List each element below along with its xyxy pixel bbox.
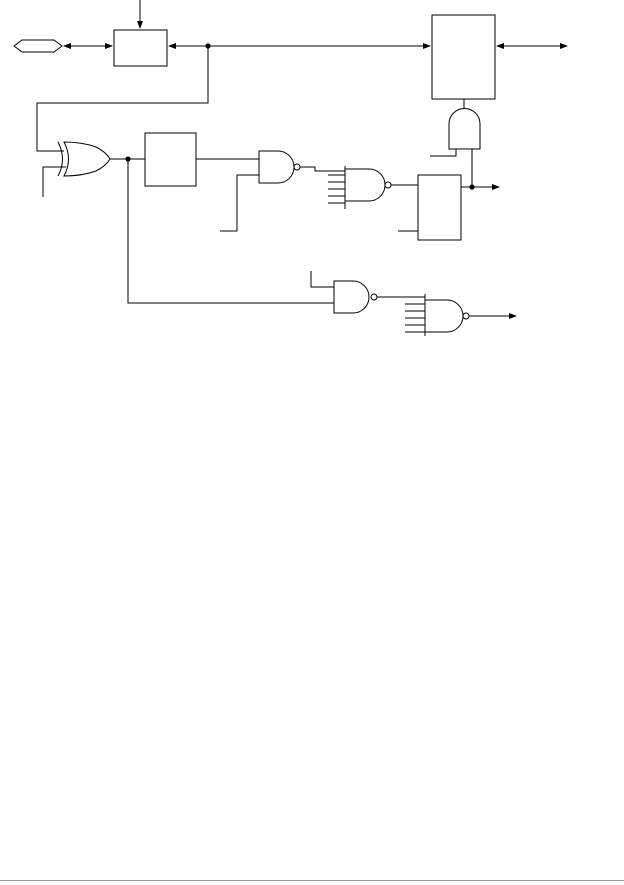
wide-nand-gate-2 — [424, 299, 464, 333]
io-pad — [13, 39, 63, 53]
wide-nand-2-bubble — [462, 312, 470, 320]
wide-nand-gate-1 — [344, 168, 386, 202]
and-gate — [448, 108, 481, 150]
register-block — [417, 174, 462, 241]
input-block — [113, 29, 168, 67]
wide-nand-1-bubble — [384, 181, 392, 189]
logic-block — [144, 132, 197, 187]
nand-gate-1-input-wire — [220, 174, 259, 232]
wide-nand-2-input-leads — [405, 303, 425, 333]
footer-rule — [0, 880, 624, 881]
nand-gate-1 — [258, 150, 295, 184]
nand-gate-2-bubble — [370, 293, 378, 301]
nand-gate-2-input-wire — [310, 271, 334, 288]
nand-gate-1-output-wire — [300, 166, 345, 172]
and-gate-input-wire — [430, 149, 457, 157]
nand-gate-1-bubble — [293, 163, 301, 171]
lower-branch-wire — [127, 159, 334, 304]
xor-gate — [63, 141, 111, 177]
nand-gate-2 — [333, 280, 370, 314]
wide-nand-1-input-leads — [328, 174, 345, 204]
xor-input-wire-b — [42, 166, 66, 197]
output-block — [431, 14, 496, 100]
feedback-wire — [36, 46, 209, 152]
xor-input-curve — [57, 141, 63, 177]
